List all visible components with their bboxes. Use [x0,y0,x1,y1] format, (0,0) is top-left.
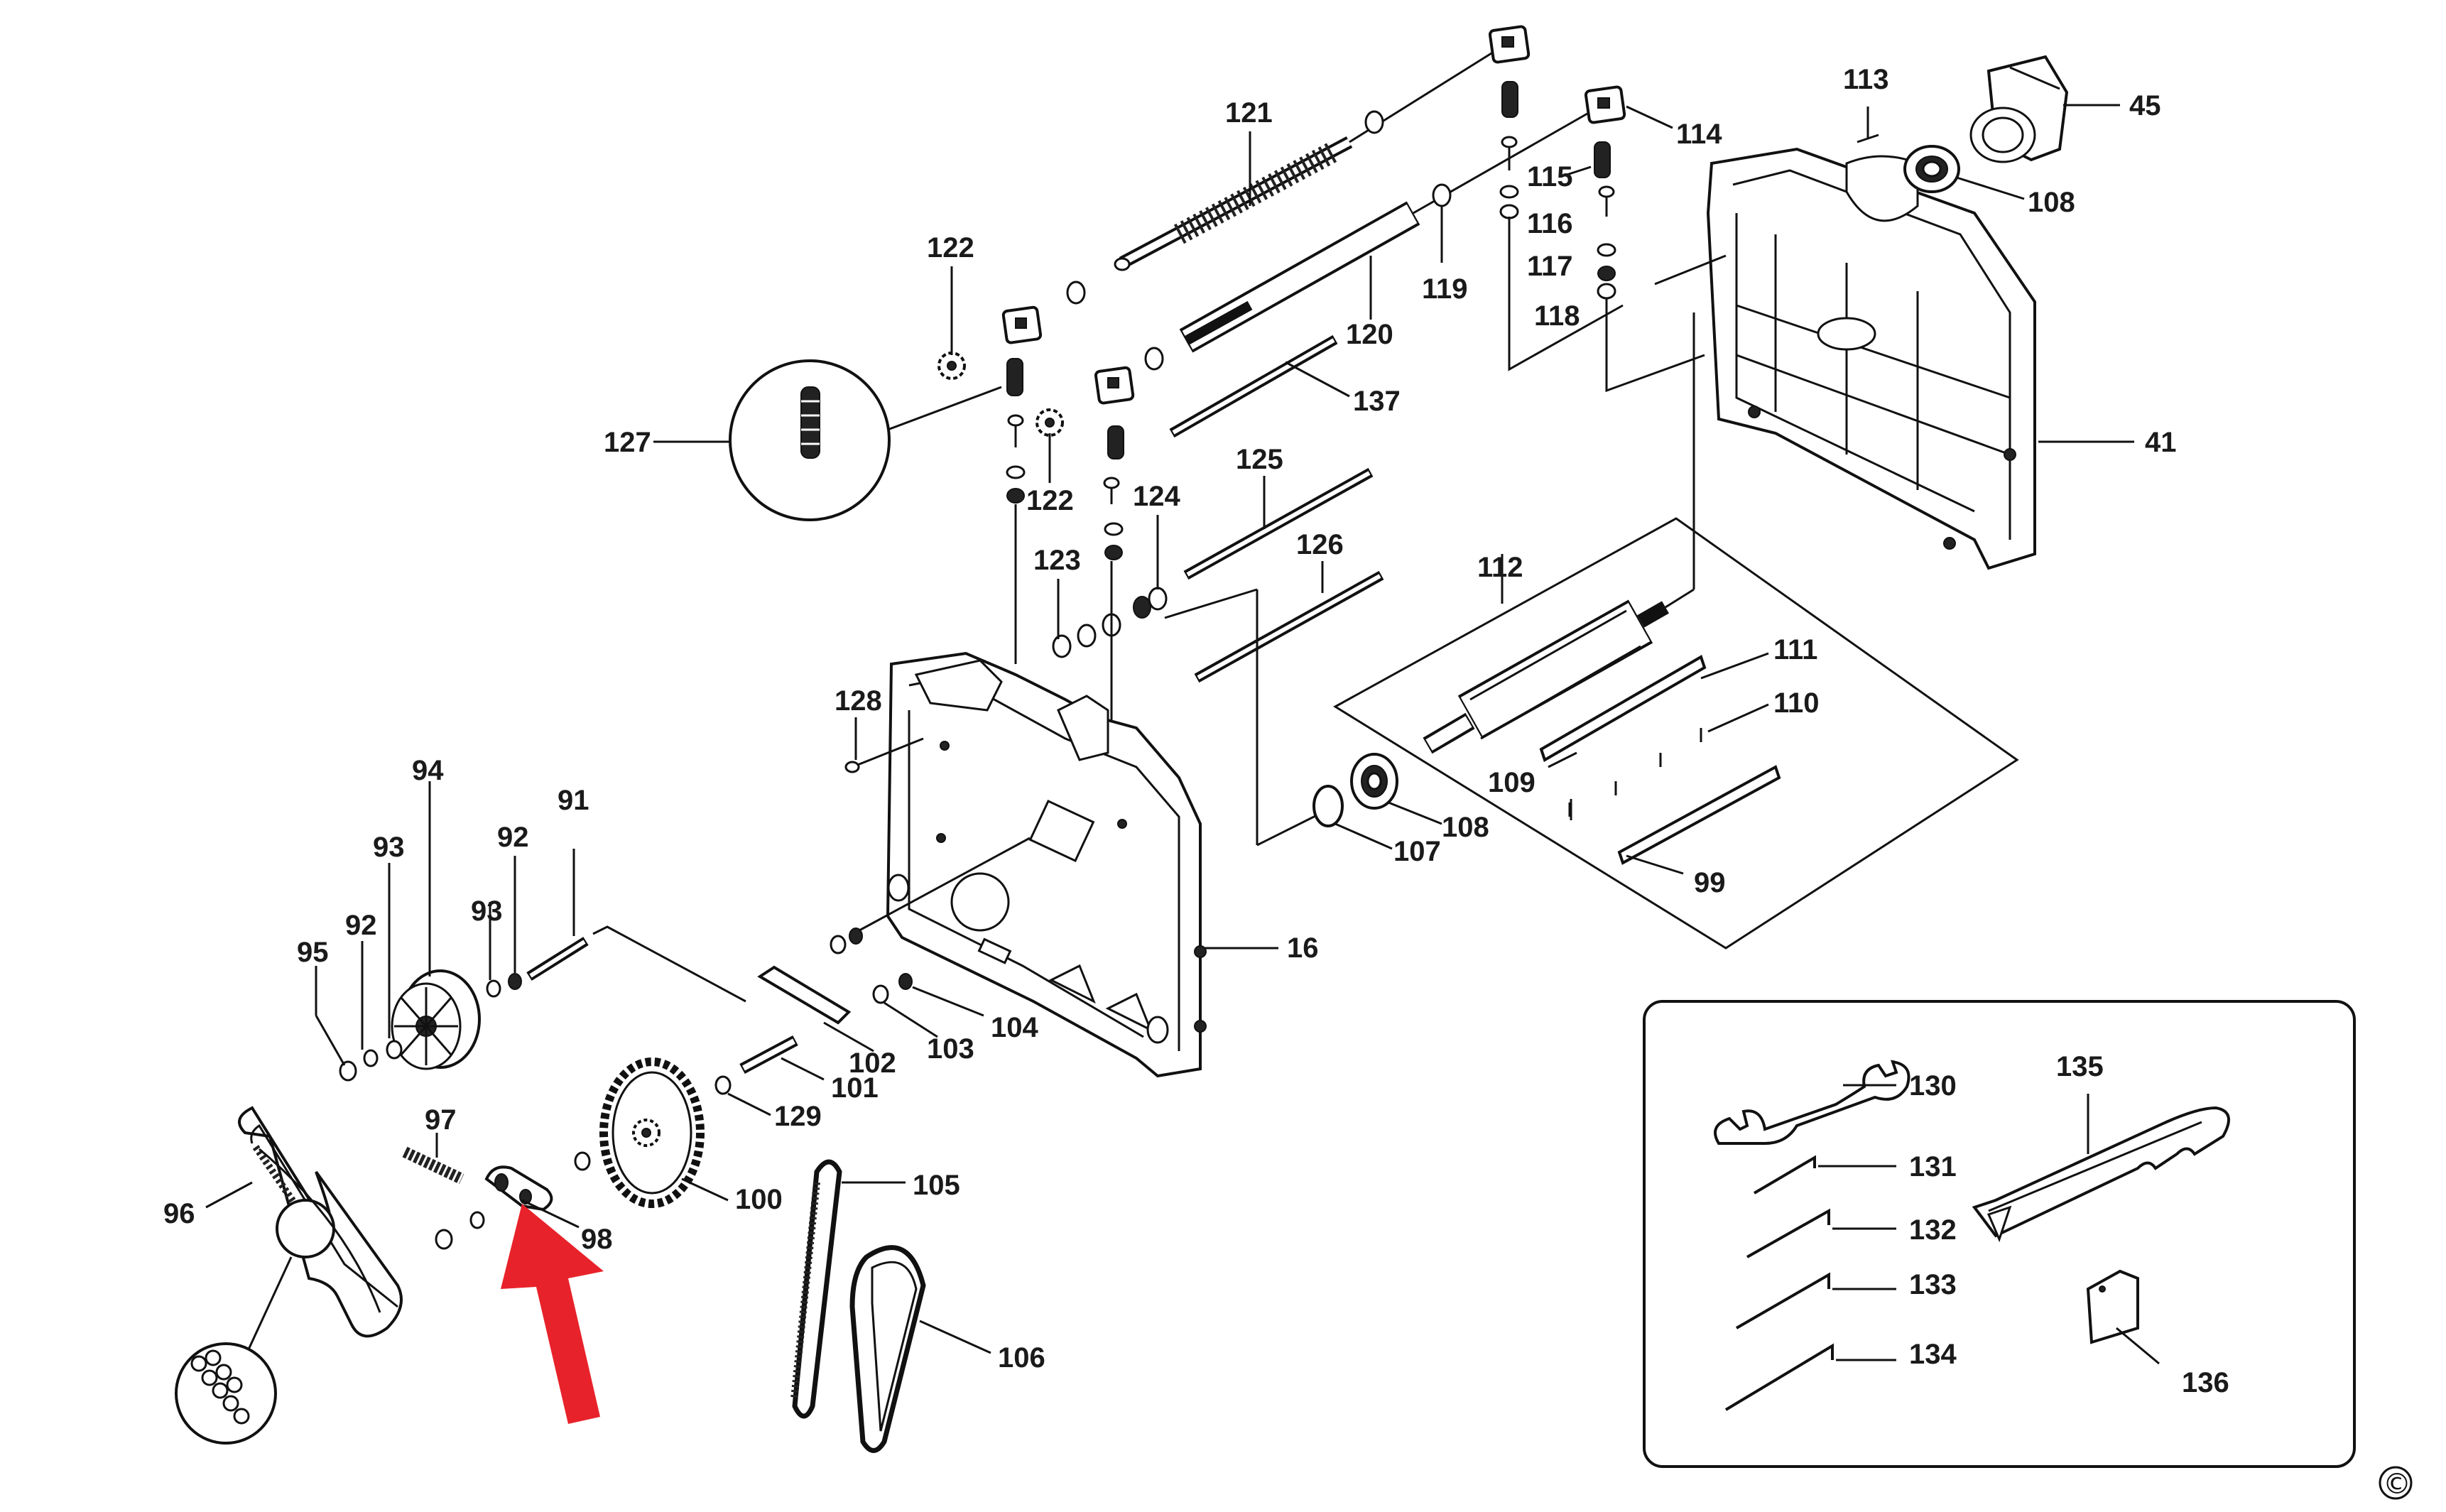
label-122-bottom: 122 [1026,485,1074,516]
label-114: 114 [1676,119,1722,150]
spring-detail-127 [729,359,891,521]
label-116: 116 [1527,208,1573,239]
label-99: 99 [1694,867,1726,898]
label-129: 129 [774,1101,822,1132]
label-103: 103 [927,1033,974,1065]
hex-key-134 [1724,1343,1834,1411]
belt-106 [849,1245,926,1453]
plate-136 [2086,1269,2139,1344]
label-93-left: 93 [373,832,405,863]
threaded-shaft-121 [1114,136,1353,271]
label-130: 130 [1909,1070,1957,1102]
label-124: 124 [1133,481,1180,512]
label-135: 135 [2056,1051,2104,1082]
label-95: 95 [297,937,329,968]
copyright-symbol: © [2383,1468,2411,1501]
chain-belt-96 [238,1106,403,1338]
label-120: 120 [1346,319,1393,350]
label-92-left: 92 [345,910,377,941]
label-136: 136 [2182,1367,2229,1398]
label-100: 100 [735,1184,783,1215]
side-panel-16 [886,651,1207,1078]
label-105: 105 [913,1170,960,1201]
label-134: 134 [1909,1339,1957,1370]
sprocket-122b [1036,408,1064,437]
copyright-circle [2379,1466,2413,1500]
block-114-top [1488,25,1531,64]
label-96: 96 [163,1198,195,1229]
label-104: 104 [991,1012,1038,1043]
label-101: 101 [831,1072,879,1104]
label-111: 111 [1773,634,1817,665]
wrench-130 [1714,1060,1910,1145]
label-125: 125 [1236,444,1283,475]
label-108-bottom: 108 [1442,812,1489,843]
bearing-108-bottom [1350,753,1398,810]
hex-key-132 [1746,1208,1830,1258]
label-126: 126 [1296,529,1344,560]
block-122-top [1001,305,1043,344]
hex-key-133 [1736,1272,1830,1329]
label-45: 45 [2129,90,2161,121]
label-132: 132 [1909,1214,1957,1246]
label-41: 41 [2145,427,2177,458]
sprocket-122a [937,352,966,380]
belt-105 [790,1159,842,1419]
label-93-right: 93 [471,896,503,927]
gear-100 [599,1057,705,1208]
push-stick-135 [1972,1106,2230,1243]
side-panel-41 [1706,147,2036,570]
hex-key-131 [1753,1155,1816,1195]
label-137: 137 [1353,386,1401,417]
spring-115 [1594,141,1611,178]
spring-97 [402,1146,464,1185]
block-122 [1094,366,1135,405]
label-109: 109 [1488,767,1535,798]
label-115: 115 [1527,161,1573,192]
label-112: 112 [1477,552,1523,583]
pulley-94 [391,969,481,1070]
label-133: 133 [1909,1269,1957,1300]
label-97: 97 [425,1104,457,1136]
bearing-108-top [1903,145,1960,193]
label-123: 123 [1033,545,1081,576]
label-102: 102 [849,1048,896,1079]
label-113: 113 [1843,64,1889,95]
label-131: 131 [1909,1151,1957,1182]
label-118: 118 [1534,300,1580,332]
label-110: 110 [1773,687,1820,719]
label-98: 98 [581,1224,613,1255]
label-107: 107 [1393,836,1441,867]
label-127: 127 [604,427,651,458]
label-94: 94 [412,755,444,786]
bracket-45 [1969,55,2069,163]
shaft-120 [1179,201,1420,353]
plate-102 [757,965,852,1025]
chain-detail [175,1342,277,1445]
cutter-drum [1423,599,1669,754]
label-121: 121 [1225,97,1273,129]
block-114 [1584,85,1626,124]
lever-98 [484,1165,553,1212]
label-108-top: 108 [2028,187,2075,218]
label-16: 16 [1287,932,1319,964]
spring-top-a [1501,81,1518,118]
label-122-top: 122 [927,232,974,263]
label-128: 128 [835,685,882,717]
highlight-arrow [501,1204,604,1424]
label-106: 106 [998,1342,1045,1374]
label-91: 91 [558,785,589,816]
label-92-right: 92 [497,822,529,853]
label-117: 117 [1527,251,1573,282]
label-119: 119 [1422,273,1468,305]
